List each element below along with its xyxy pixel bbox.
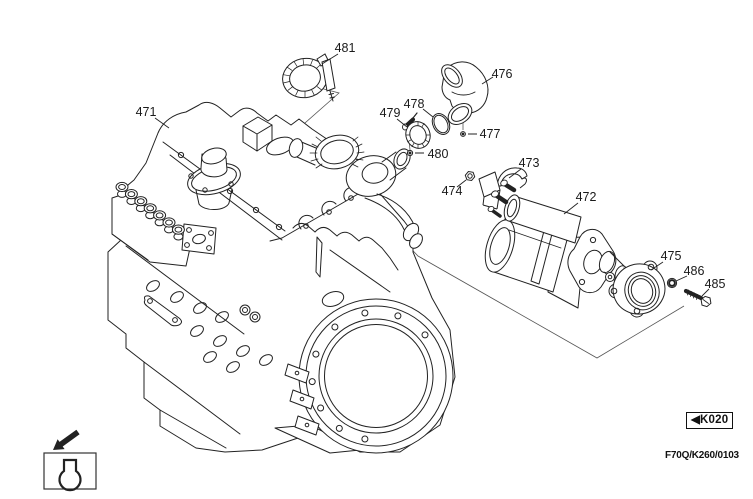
o-ring-478 (431, 113, 451, 135)
bolt-477-dot (460, 131, 477, 137)
document-code: F70Q/K260/0103 (665, 450, 739, 461)
engine-illustration (107, 101, 456, 454)
callout-label-481[interactable]: 481 (335, 41, 356, 55)
figure-reference-badge[interactable]: ◀K020 (686, 412, 734, 429)
callout-label-486[interactable]: 486 (684, 264, 705, 278)
legend (43, 429, 97, 492)
callout-label-477[interactable]: 477 (480, 127, 501, 141)
callout-label-474[interactable]: 474 (442, 184, 463, 198)
hose-clamp-479 (402, 112, 431, 149)
nut-480-dot (406, 149, 424, 157)
direction-arrow-icon (53, 429, 80, 450)
callout-label-473[interactable]: 473 (519, 156, 540, 170)
callout-leader-lines (154, 53, 710, 297)
callout-label-480[interactable]: 480 (428, 147, 449, 161)
legend-symbol-box (43, 452, 97, 490)
intake-elbow-476 (441, 61, 489, 125)
mounting-flange-475 (608, 260, 666, 318)
callout-label-479[interactable]: 479 (380, 106, 401, 120)
v-band-clamp-481 (282, 53, 336, 102)
callout-label-478[interactable]: 478 (404, 97, 425, 111)
nut-474 (464, 170, 476, 182)
bolt-485 (683, 288, 712, 308)
flywheel-housing (284, 291, 454, 454)
callout-label-471[interactable]: 471 (136, 105, 157, 119)
washer-486 (666, 277, 678, 289)
block-freeze-plugs (146, 280, 273, 373)
callout-label-476[interactable]: 476 (492, 67, 513, 81)
injection-pump-row (115, 181, 185, 241)
callout-label-472[interactable]: 472 (576, 190, 597, 204)
clamp-symbol-icon (58, 458, 82, 492)
callout-label-475[interactable]: 475 (661, 249, 682, 263)
callout-label-485[interactable]: 485 (705, 277, 726, 291)
